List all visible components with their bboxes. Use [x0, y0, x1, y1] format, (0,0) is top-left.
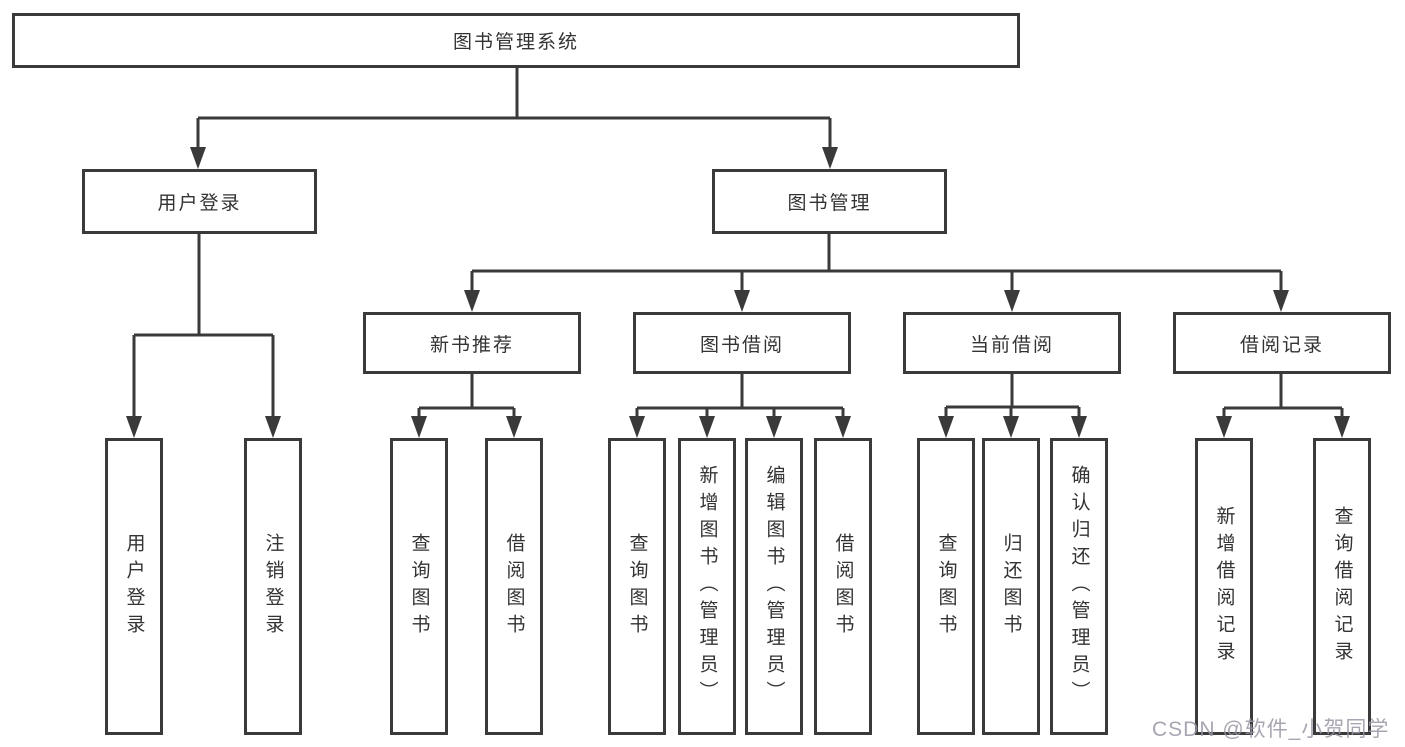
node-user-login: 用户登录 — [82, 169, 317, 234]
csdn-watermark: CSDN @软件_小贺同学 — [1152, 718, 1390, 741]
node-label: 图书管理 — [787, 193, 872, 214]
leaf-edit-books-admin: 编辑图书（管理员） — [745, 438, 803, 735]
connector-path — [132, 68, 1344, 420]
leaf-add-books-admin: 新增图书（管理员） — [678, 438, 736, 735]
node-new-book-recommendation: 新书推荐 — [363, 312, 581, 374]
node-label: 查询图书 — [626, 532, 648, 641]
node-label: 查询借阅记录 — [1331, 505, 1353, 668]
node-label: 归还图书 — [1000, 532, 1022, 641]
leaf-add-borrow-record: 新增借阅记录 — [1195, 438, 1253, 735]
leaf-query-books-borrow: 查询图书 — [608, 438, 666, 735]
leaf-borrow-books: 借阅图书 — [814, 438, 872, 735]
node-label: 用户登录 — [157, 193, 242, 214]
node-book-borrowing: 图书借阅 — [633, 312, 851, 374]
leaf-query-borrow-record: 查询借阅记录 — [1313, 438, 1371, 735]
node-label: 用户登录 — [123, 532, 145, 641]
node-label: 编辑图书（管理员） — [763, 465, 785, 708]
node-label: 确认归还（管理员） — [1068, 465, 1090, 708]
leaf-confirm-return-admin: 确认归还（管理员） — [1050, 438, 1108, 735]
leaf-user-login: 用户登录 — [105, 438, 163, 735]
node-label: 借阅记录 — [1239, 334, 1324, 356]
leaf-logout: 注销登录 — [244, 438, 302, 735]
node-library-management-system: 图书管理系统 — [12, 13, 1020, 68]
leaf-borrow-books-recommend: 借阅图书 — [485, 438, 543, 735]
node-current-borrowing: 当前借阅 — [903, 312, 1121, 374]
node-label: 新增图书（管理员） — [696, 465, 718, 708]
node-book-management: 图书管理 — [712, 169, 947, 234]
node-label: 新增借阅记录 — [1213, 505, 1235, 668]
node-label: 查询图书 — [935, 532, 957, 641]
node-label: 借阅图书 — [503, 532, 525, 641]
node-label: 图书管理系统 — [452, 32, 579, 53]
node-label: 图书借阅 — [699, 334, 784, 356]
node-label: 当前借阅 — [969, 334, 1054, 356]
leaf-query-books-current: 查询图书 — [917, 438, 975, 735]
node-borrowing-records: 借阅记录 — [1173, 312, 1391, 374]
leaf-return-books: 归还图书 — [982, 438, 1040, 735]
node-label: 借阅图书 — [832, 532, 854, 641]
node-label: 新书推荐 — [429, 334, 514, 356]
node-label: 查询图书 — [408, 532, 430, 641]
arrowheads — [126, 147, 1350, 438]
leaf-query-books-recommend: 查询图书 — [390, 438, 448, 735]
node-label: 注销登录 — [262, 532, 284, 641]
